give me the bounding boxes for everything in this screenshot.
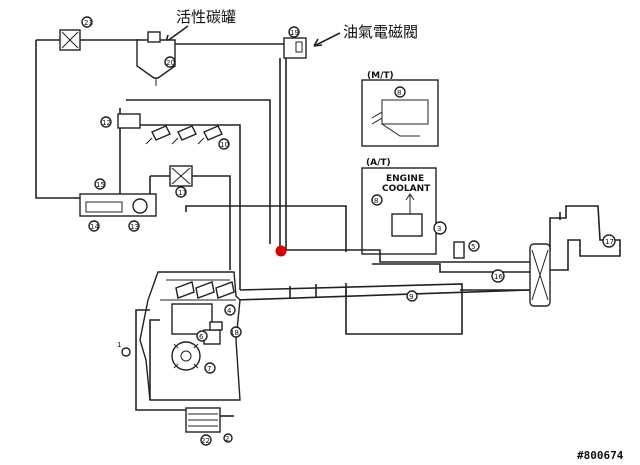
- hose-lower: [235, 289, 531, 301]
- callout-5: 5: [471, 243, 475, 251]
- callout-4: 4: [227, 307, 232, 315]
- callout-8-at: 8: [374, 197, 378, 205]
- callout-12: 12: [102, 119, 111, 127]
- callout-1: 1: [117, 341, 121, 349]
- part-1: [121, 347, 131, 357]
- callout-10: 10: [220, 141, 229, 149]
- callout-13: 13: [130, 223, 139, 231]
- at-inset: [361, 167, 437, 255]
- callout-22: 22: [201, 437, 210, 445]
- part-12: [117, 113, 141, 129]
- callout-16: 16: [494, 273, 503, 281]
- callout-19: 19: [290, 29, 299, 37]
- part-19-solenoid: [283, 37, 307, 59]
- mt-label: (M/T): [367, 71, 394, 81]
- part-5: [453, 241, 465, 259]
- watermark: #800674: [577, 449, 624, 462]
- callout-17: 17: [605, 238, 614, 246]
- fuel-rail: [140, 124, 241, 290]
- at-label: (A/T): [366, 158, 391, 168]
- callout-21: 21: [84, 19, 93, 27]
- callout-20: 20: [166, 59, 175, 67]
- callout-8-mt: 8: [397, 89, 401, 97]
- callout-3: 3: [437, 225, 441, 233]
- canister-label: 活性碳罐: [176, 8, 236, 26]
- coolant-label: COOLANT: [382, 184, 431, 194]
- hose-main-right: [286, 249, 460, 263]
- callout-14: 14: [90, 223, 99, 231]
- callout-2: 2: [225, 435, 229, 443]
- callout-9: 9: [409, 293, 413, 301]
- callout-7: 7: [207, 365, 211, 373]
- engine-label: ENGINE: [386, 174, 424, 184]
- solenoid-arrow: [313, 32, 341, 47]
- callout-18: 18: [230, 329, 239, 337]
- callout-6: 6: [199, 333, 204, 341]
- part-20-canister: [136, 39, 176, 79]
- hose-left-vertical: [35, 40, 80, 199]
- highlight-marker: [275, 245, 287, 257]
- solenoid-label: 油氣電磁閥: [343, 23, 418, 41]
- hose-12-route: [126, 99, 271, 244]
- injectors: [145, 125, 223, 145]
- callout-11: 11: [178, 189, 187, 197]
- callout-15: 15: [96, 181, 105, 189]
- solenoid-arrowhead: [313, 38, 323, 47]
